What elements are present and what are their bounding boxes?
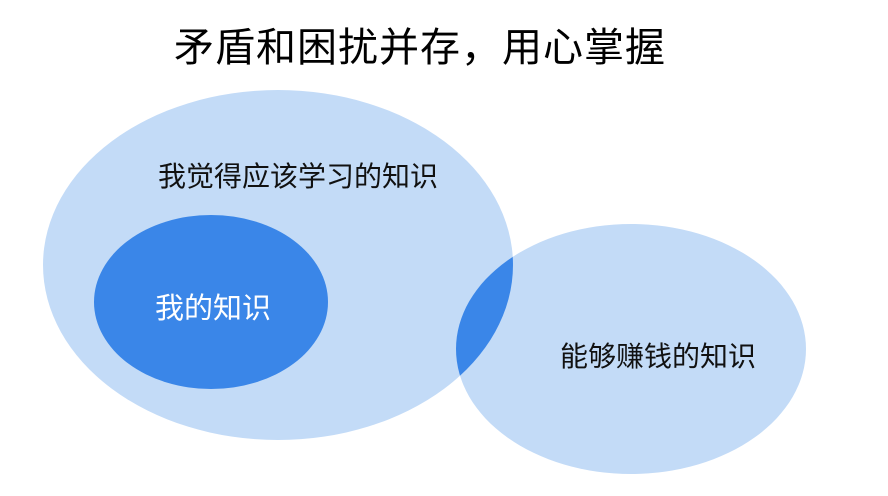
set-earn-money-ellipse xyxy=(456,224,806,474)
label-should-learn: 我觉得应该学习的知识 xyxy=(158,160,438,193)
label-earn-money: 能够赚钱的知识 xyxy=(560,340,756,373)
label-my-knowledge: 我的知识 xyxy=(155,291,271,325)
set-my-knowledge-ellipse xyxy=(94,215,328,389)
slide-title: 矛盾和困扰并存，用心掌握 xyxy=(174,25,666,71)
